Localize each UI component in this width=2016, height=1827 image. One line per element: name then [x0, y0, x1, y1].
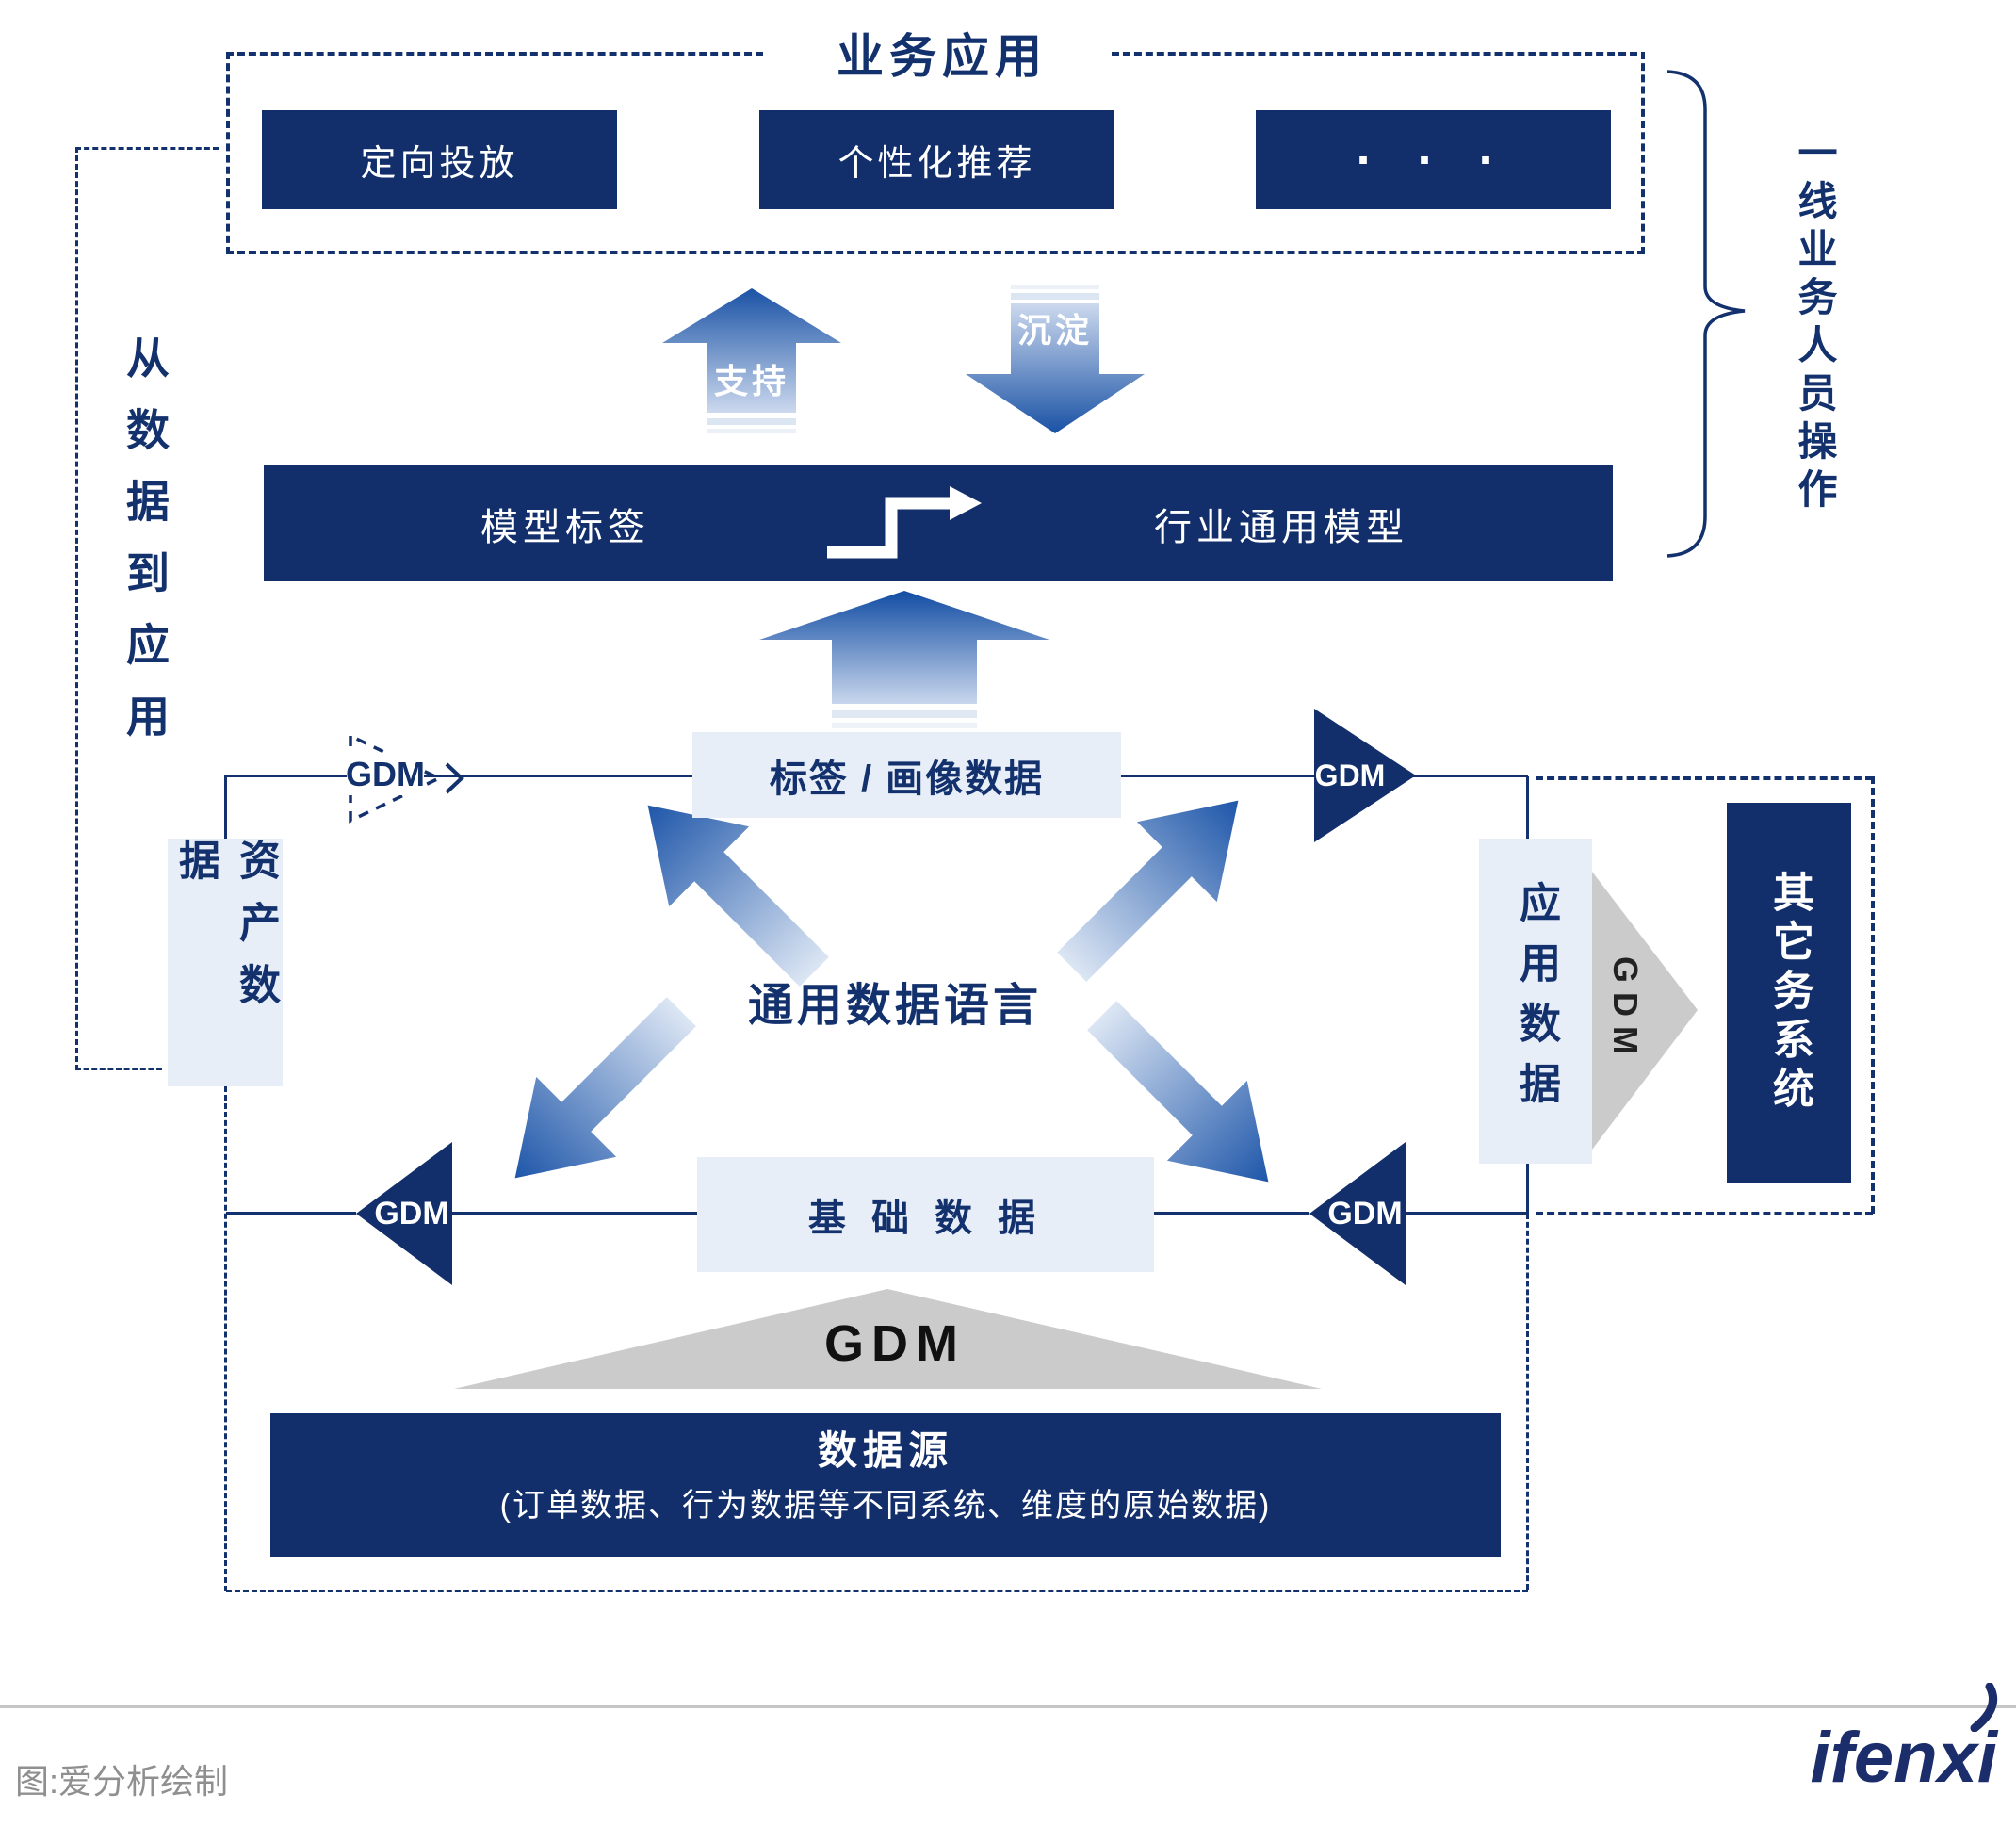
gdm-triangle-bottom-left: [356, 1142, 452, 1285]
business-app-dashed-top-right: [1112, 52, 1637, 56]
asset-data-label: 资产数据: [172, 839, 279, 1025]
outer-dashed-bottom: [226, 1590, 1528, 1592]
model-bar: [264, 465, 1613, 581]
bottom-line-2: [450, 1212, 697, 1215]
gdm-label-top-right: GDM: [1314, 758, 1386, 792]
tag-profile-box: 标签 / 画像数据: [692, 732, 1121, 818]
arrow-lower-right: [1087, 1001, 1269, 1183]
left-path-top-segment: [75, 147, 219, 150]
gdm-label-bottom-left: GDM: [374, 1195, 449, 1232]
business-app-dashed-top-left: [226, 52, 763, 56]
app-box-ellipsis: · · ·: [1256, 110, 1611, 209]
support-up-arrow: [662, 288, 841, 433]
data-source-title: 数据源: [817, 1427, 953, 1473]
right-brace-label: 一线业务人员操作: [1793, 132, 1837, 516]
bottom-line-4: [1404, 1212, 1526, 1215]
data-source-subtitle: (订单数据、行为数据等不同系统、维度的原始数据): [499, 1487, 1272, 1524]
step-arrow-icon: [827, 486, 982, 559]
gdm-label-top-left: GDM: [346, 754, 425, 795]
app-box-personalized-recommendation: 个性化推荐: [759, 110, 1114, 209]
left-path-vertical-segment: [75, 147, 78, 1070]
gdm-triangle-top-right: [1314, 709, 1416, 842]
data-source-box: [270, 1413, 1501, 1557]
other-sys-dashed-bottom: [1536, 1212, 1873, 1215]
top-line-right: [1413, 775, 1528, 777]
arrow-upper-right: [1057, 800, 1239, 982]
gdm-label-bottom-right: GDM: [1327, 1195, 1403, 1232]
deposit-label: 沉淀: [1016, 311, 1093, 350]
big-up-arrow: [759, 591, 1049, 728]
footer-caption: 图:爱分析绘制: [15, 1762, 229, 1801]
bottom-line-3: [1154, 1212, 1309, 1215]
gdm-gray-arrow: [1592, 872, 1698, 1150]
model-bar-right-label: 行业通用模型: [1154, 506, 1408, 548]
business-app-dashed-box: [226, 52, 1645, 254]
gdm-triangle-bottom-right: [1309, 1142, 1406, 1285]
gdm-gray-arrow-label: GDM: [1606, 956, 1645, 1064]
other-sys-dashed-top: [1536, 776, 1873, 780]
model-bar-left-label: 模型标签: [480, 506, 650, 548]
right-brace: [1666, 70, 1746, 558]
gdm-big-gray-triangle: [454, 1289, 1322, 1389]
top-line-mid: [1121, 775, 1314, 777]
left-path-label: 从数据到应用: [121, 335, 170, 765]
deposit-down-arrow: [966, 285, 1145, 433]
asset-data-box: 资产数据: [168, 839, 283, 1086]
other-systems-box: 其它务系统: [1727, 803, 1851, 1183]
gdm-big-label: GDM: [824, 1315, 966, 1372]
base-data-box: 基 础 数 据: [697, 1157, 1154, 1272]
footer-divider: [0, 1705, 2016, 1708]
arrow-upper-left: [647, 805, 829, 987]
app-data-box: 应用数据: [1479, 839, 1592, 1164]
ifenxi-logo: ifenxi: [1810, 1718, 1998, 1798]
left-vertical-connector: [224, 775, 227, 840]
ifenxi-logo-accent-icon: [1970, 1683, 1997, 1732]
common-data-language-label: 通用数据语言: [747, 981, 1042, 1031]
other-sys-dashed-right: [1871, 776, 1875, 1214]
outer-dashed-right: [1526, 1214, 1529, 1590]
app-box-targeted-delivery: 定向投放: [262, 110, 617, 209]
outer-dashed-left: [224, 1086, 227, 1591]
page-title: 业务应用: [791, 19, 1093, 87]
other-systems-label: 其它务系统: [1766, 870, 1813, 1116]
app-data-label: 应用数据: [1513, 880, 1559, 1122]
left-path-bottom-segment: [75, 1068, 162, 1070]
bottom-line-1: [226, 1212, 356, 1215]
support-label: 支持: [713, 362, 789, 400]
arrow-lower-left: [514, 997, 696, 1179]
